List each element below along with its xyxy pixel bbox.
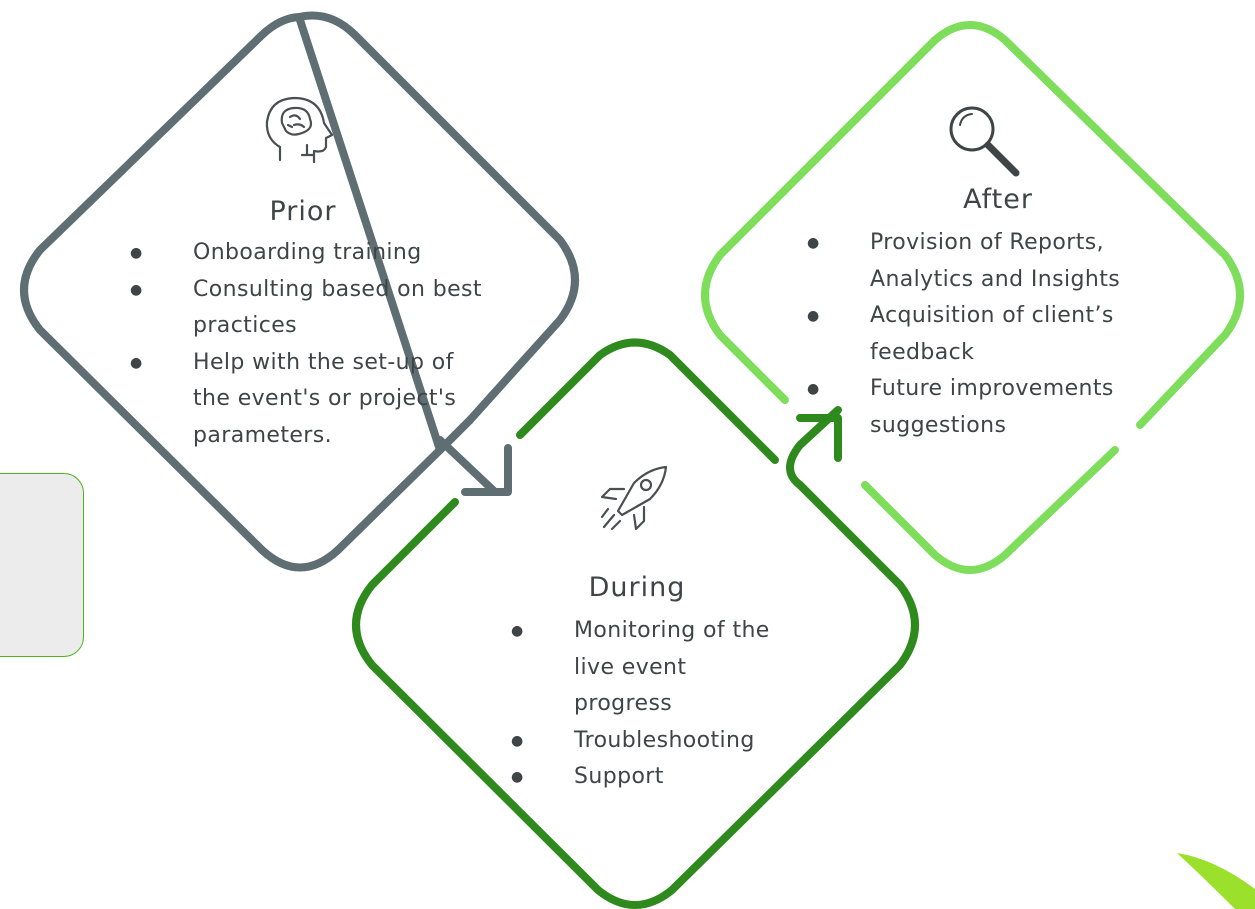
list-item: Help with the set-up of the event's or p…: [130, 345, 493, 455]
magnifier-icon: [949, 106, 1020, 177]
phase-list-after: Provision of Reports, Analytics and Insi…: [807, 225, 1160, 444]
list-item: Provision of Reports, Analytics and Insi…: [807, 225, 1160, 298]
rocket-icon: [600, 465, 668, 531]
list-item: Future improvements suggestions: [807, 371, 1145, 444]
brain-head-icon: [265, 96, 334, 164]
phase-title-after: After: [963, 184, 1033, 215]
list-item: Support: [511, 759, 804, 796]
phase-list-during: Monitoring of the live event progress Tr…: [511, 613, 804, 796]
phase-title-during: During: [588, 572, 686, 603]
list-item: Onboarding training: [130, 235, 523, 272]
prior-diamond: [20, 11, 579, 572]
list-item: Troubleshooting: [511, 723, 804, 760]
during-to-after-arrow: [786, 406, 842, 489]
phase-list-prior: Onboarding training Consulting based on …: [130, 235, 523, 455]
side-card: [0, 473, 84, 657]
during-diamond: [352, 338, 919, 909]
decorative-leaf: [1177, 853, 1255, 909]
list-item: Consulting based on best practices: [130, 272, 523, 345]
phase-title-prior: Prior: [269, 196, 337, 227]
list-item: Monitoring of the live event progress: [511, 613, 784, 723]
list-item: Acquisition of client’s feedback: [807, 298, 1145, 371]
after-diamond: [701, 21, 1244, 574]
